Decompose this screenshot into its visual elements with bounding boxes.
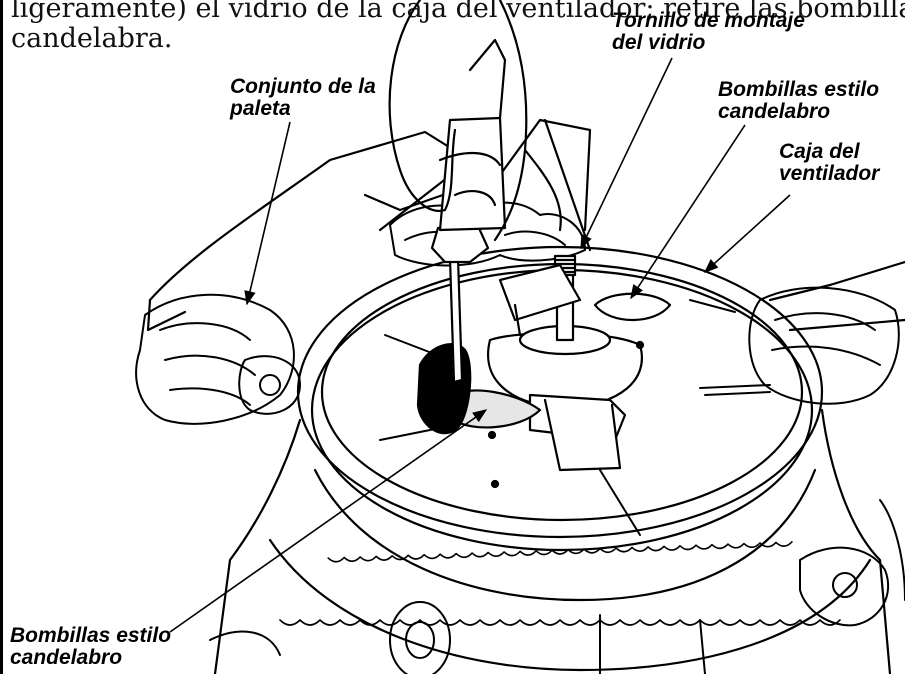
bead-chain <box>279 541 841 626</box>
caption-line-1: ligeramente) el vidrio de la caja del ve… <box>11 0 905 24</box>
leader-glass-screw <box>580 57 673 250</box>
hole-1 <box>635 340 645 350</box>
leader-blade-assembly <box>244 121 291 306</box>
callout-fan-housing-line2: ventilador <box>779 162 880 185</box>
lower-scrolls <box>209 601 706 674</box>
glass-opening <box>416 343 472 435</box>
housing-body <box>213 408 892 674</box>
callout-glass-screw: Tornillo de montaje del vidrio <box>612 10 805 54</box>
leaf-left <box>135 293 301 425</box>
callout-fan-housing-line1: Caja del <box>779 140 860 163</box>
housing-rim-outer <box>296 245 824 539</box>
callout-bulbs-top: Bombillas estilo candelabro <box>718 79 879 123</box>
housing-lower-band <box>268 538 872 672</box>
blade-right <box>768 260 905 302</box>
hole-2 <box>487 430 497 440</box>
blade-back <box>543 118 592 252</box>
housing-bead-band <box>313 468 817 602</box>
hand <box>388 0 562 242</box>
hole-3 <box>490 479 500 489</box>
callout-bulbs-top-line1: Bombillas estilo <box>718 78 880 101</box>
screwdriver <box>430 38 507 384</box>
leader-fan-housing <box>703 194 791 273</box>
instruction-caption: ligeramente) el vidrio de la caja del ve… <box>11 0 905 54</box>
blade-left <box>148 130 472 302</box>
callout-blade-assembly-line1: Conjunto de la <box>230 75 376 98</box>
caption-line-2: candelabra. <box>11 23 173 54</box>
callout-glass-screw-line2: del vidrio <box>612 31 706 54</box>
callout-bulbs-bottom: Bombillas estilo candelabro <box>10 625 171 669</box>
callout-glass-screw-line1: Tornillo de montaje <box>612 9 805 32</box>
callout-blade-assembly-line2: paleta <box>230 97 291 120</box>
page-border <box>0 0 3 674</box>
callout-bulbs-top-line2: candelabro <box>718 100 831 123</box>
blade-back-top <box>363 118 592 232</box>
leader-bulbs-top <box>630 124 746 300</box>
blade-left-outer <box>146 298 187 332</box>
leader-bulbs-bottom <box>169 409 488 633</box>
callout-fan-housing: Caja del ventilador <box>779 141 879 185</box>
callout-blade-assembly: Conjunto de la paleta <box>230 76 376 120</box>
callout-bulbs-bottom-line1: Bombillas estilo <box>10 624 172 647</box>
callout-bulbs-bottom-line2: candelabro <box>10 646 123 669</box>
blade-right-2 <box>788 318 905 332</box>
